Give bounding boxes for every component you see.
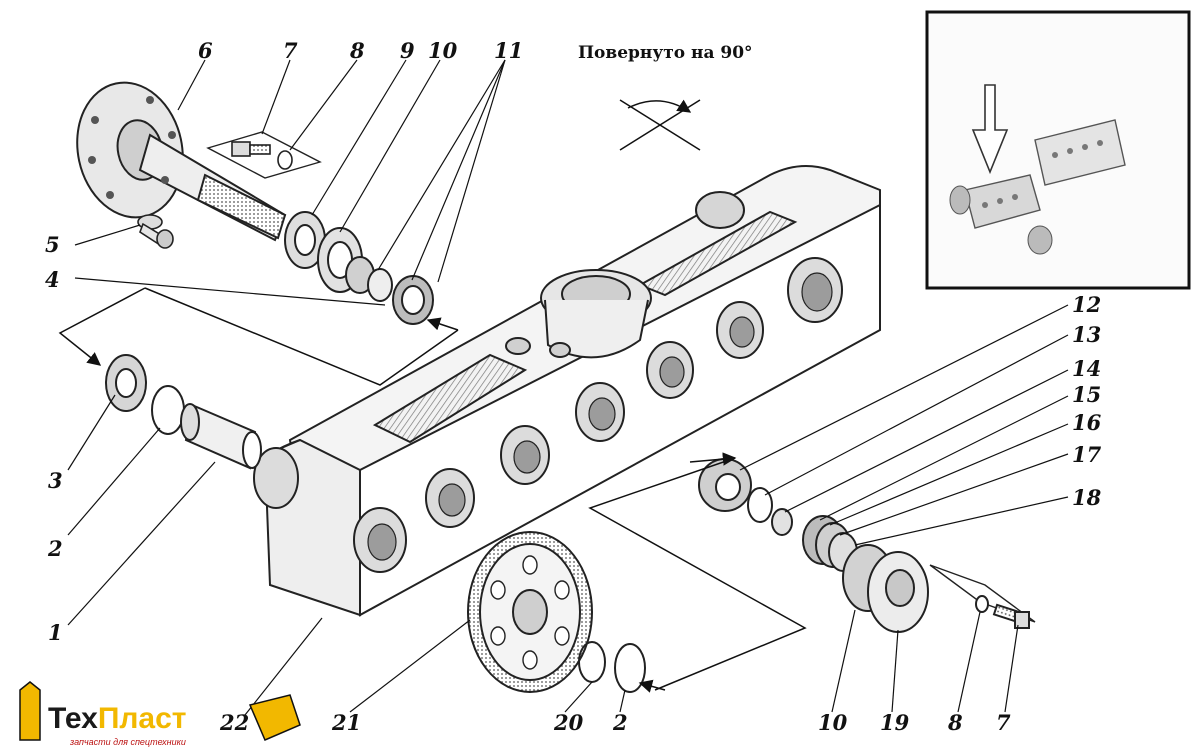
callout-21: 21 <box>331 710 361 735</box>
callout-3: 3 <box>48 468 63 493</box>
callout-9: 9 <box>400 38 415 63</box>
cover-group-bottom <box>842 544 1036 633</box>
logo-text-a: Тех <box>48 702 98 735</box>
left-parts-group <box>105 354 262 470</box>
right-parts-group <box>698 458 858 572</box>
brand-logo: ТехПласт запчасти для спецтехники <box>19 681 301 747</box>
logo-text-b: Пласт <box>98 702 187 735</box>
inset-overview <box>925 10 1191 290</box>
callout-15: 15 <box>1072 382 1101 407</box>
callout-11: 11 <box>494 38 523 63</box>
callout-17: 17 <box>1072 442 1102 467</box>
callout-20: 20 <box>553 710 584 735</box>
axle-shaft-flange <box>76 81 287 242</box>
callout-labels: 6 7 8 9 10 11 5 4 3 2 1 22 21 20 2 12 13… <box>45 38 1102 735</box>
callout-10-top: 10 <box>428 38 458 63</box>
callout-13: 13 <box>1072 322 1101 347</box>
callout-19: 19 <box>880 710 910 735</box>
seals-group-top <box>284 211 434 325</box>
callout-8-bottom: 8 <box>947 710 963 735</box>
bracket-lines <box>58 287 807 693</box>
gear <box>467 531 646 693</box>
plug <box>137 214 174 249</box>
callout-4: 4 <box>45 267 60 292</box>
rotation-caption: Повернуто на 90° <box>578 43 753 63</box>
callout-6: 6 <box>198 38 213 63</box>
callout-7-top: 7 <box>283 38 298 63</box>
housing <box>253 165 881 617</box>
callout-7-bottom: 7 <box>996 710 1011 735</box>
excavator-arm-icon <box>19 681 41 741</box>
callout-10-bottom: 10 <box>818 710 848 735</box>
callout-2-bottom: 2 <box>612 710 628 735</box>
bolt-washer-top <box>206 131 322 179</box>
callout-2-left: 2 <box>47 536 63 561</box>
logo-tagline: запчасти для спецтехники <box>69 737 186 747</box>
down-arrow-icon <box>971 84 1009 175</box>
callout-22: 22 <box>219 710 249 735</box>
callout-8-top: 8 <box>349 38 365 63</box>
callout-18: 18 <box>1072 485 1102 510</box>
callout-12: 12 <box>1072 292 1101 317</box>
svg-text:ТехПласт: ТехПласт <box>48 702 187 735</box>
loader-icon <box>248 694 301 741</box>
leader-lines <box>67 59 1069 716</box>
callout-5: 5 <box>45 232 60 257</box>
callout-14: 14 <box>1072 356 1101 381</box>
callout-16: 16 <box>1072 410 1102 435</box>
callout-1: 1 <box>48 620 63 645</box>
rotation-symbol <box>619 99 701 151</box>
